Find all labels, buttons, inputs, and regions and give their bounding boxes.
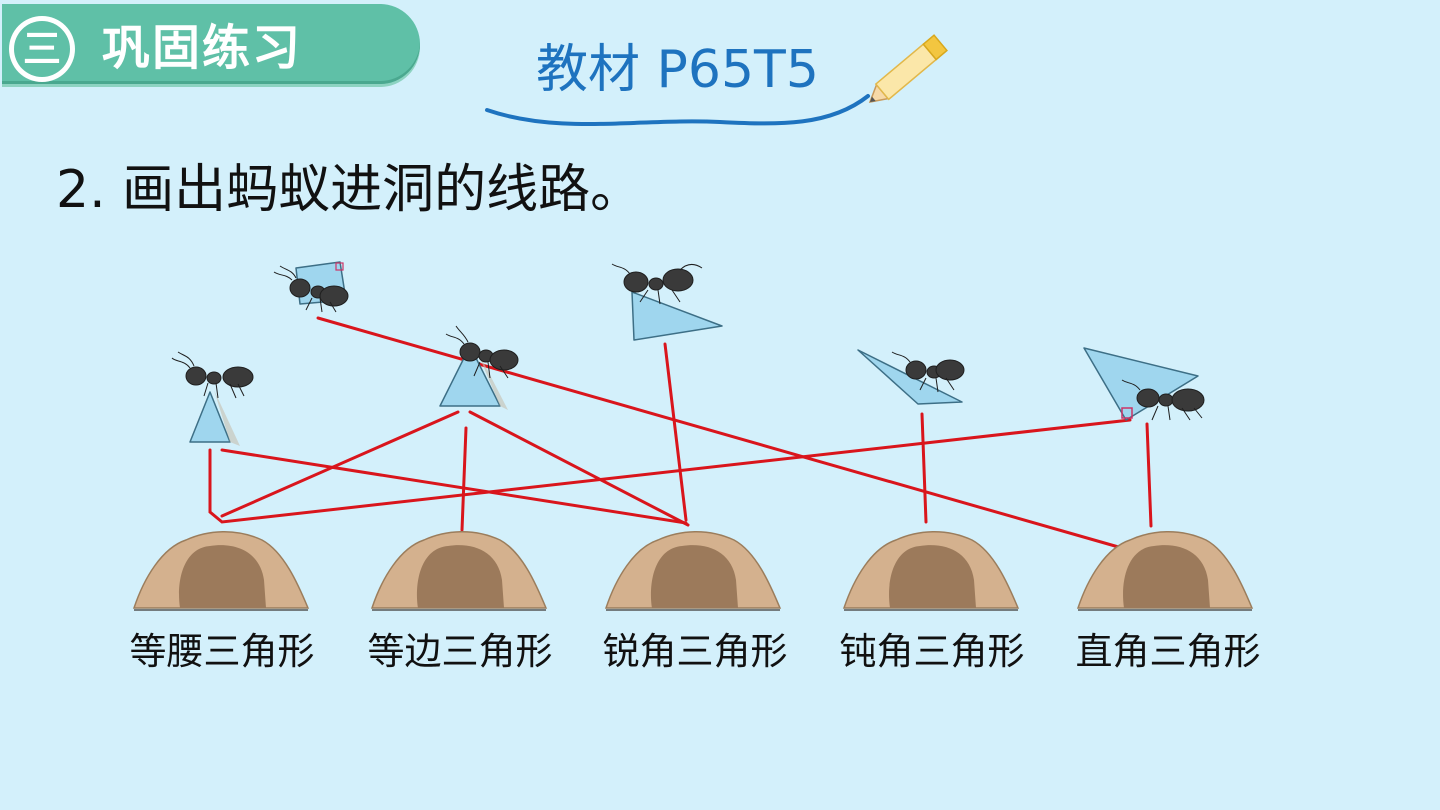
ant-icon — [1121, 379, 1205, 421]
isosceles-triangle-card — [189, 391, 231, 443]
route-line — [220, 448, 688, 525]
ant-icon — [611, 263, 703, 305]
route-line — [460, 426, 468, 532]
question-text: 2. 画出蚂蚁进洞的线路。 — [56, 160, 643, 220]
route-line — [920, 412, 928, 524]
hole-label-right: 直角三角形 — [1075, 630, 1261, 673]
ant-icon — [891, 351, 965, 393]
hole-label-acute: 锐角三角形 — [602, 630, 788, 673]
section-tab: 三 巩固练习 — [2, 4, 420, 84]
route-line — [468, 410, 690, 527]
route-line — [663, 342, 688, 522]
route-line — [1145, 422, 1153, 528]
ant-hill-icon — [1076, 531, 1254, 611]
pencil-icon — [868, 34, 948, 103]
ant-icon — [171, 351, 254, 399]
route-line — [316, 316, 1124, 550]
ant-icon — [273, 265, 349, 313]
equilateral-triangle-card — [439, 345, 501, 407]
section-number-badge: 三 — [9, 16, 75, 82]
hole-label-equilateral: 等边三角形 — [367, 630, 553, 673]
textbook-reference: 教材 P65T5 — [536, 40, 819, 100]
acute-triangle-card — [631, 291, 723, 341]
section-title: 巩固练习 — [102, 20, 303, 76]
ant-hill-icon — [132, 531, 310, 611]
hole-label-obtuse: 钝角三角形 — [839, 630, 1025, 673]
route-line — [208, 418, 1132, 524]
route-line — [220, 410, 460, 518]
ant-hills — [132, 531, 1254, 611]
ant-hill-icon — [842, 531, 1020, 611]
ant-icon — [445, 325, 519, 379]
title-underline-swoosh — [485, 94, 870, 126]
hole-label-isosceles: 等腰三角形 — [129, 630, 315, 673]
ant-hill-icon — [370, 531, 548, 611]
route-lines — [208, 316, 1153, 550]
ant-hill-icon — [604, 531, 782, 611]
section-number: 三 — [14, 21, 70, 77]
